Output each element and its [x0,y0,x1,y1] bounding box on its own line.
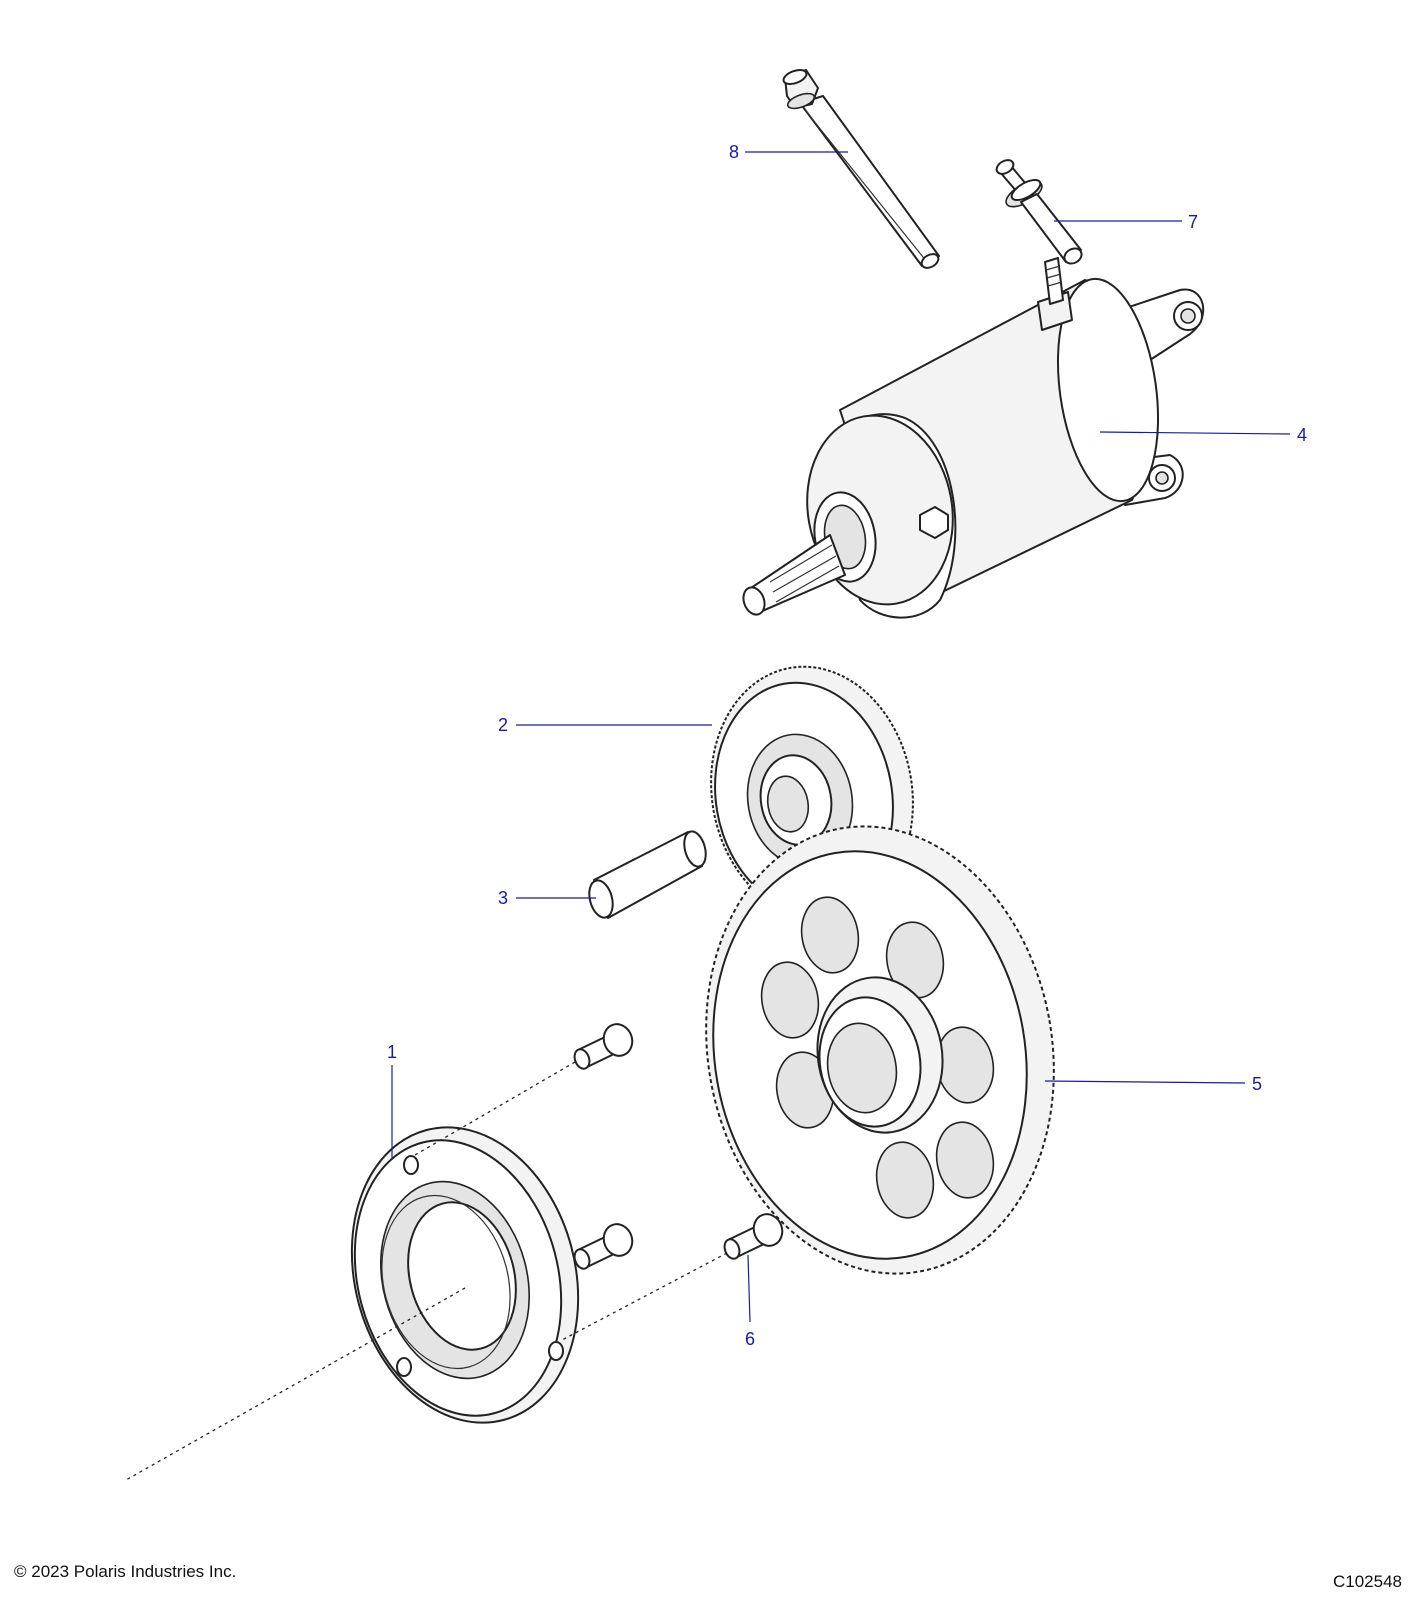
assembly-line-screw-right [561,1252,728,1341]
svg-text:7: 7 [1188,212,1198,232]
callout-7: 7 [1054,212,1198,232]
callout-6: 6 [745,1254,755,1349]
callout-1: 1 [387,1042,397,1160]
one-way-clutch-part-1 [350,1126,580,1424]
screw-part-6-right [723,1213,784,1260]
callout-5: 5 [1044,1074,1262,1094]
assembly-line-screw-top [414,1061,576,1156]
svg-text:6: 6 [745,1329,755,1349]
svg-text:3: 3 [498,888,508,908]
starter-motor-part-4 [742,257,1205,619]
copyright-notice: © 2023 Polaris Industries Inc. [14,1562,237,1581]
assembly-line-axis [125,1287,466,1481]
callout-4: 4 [1099,425,1307,445]
screw-part-6-top [573,1023,634,1070]
stud-part-7 [995,159,1083,265]
callout-8: 8 [729,142,848,162]
figure-id: C102548 [1332,1572,1402,1591]
starter-driven-gear-part-5 [705,825,1055,1275]
callout-2: 2 [498,715,712,735]
svg-text:8: 8 [729,142,739,162]
svg-text:2: 2 [498,715,508,735]
screw-part-6-middle [573,1223,634,1270]
svg-text:4: 4 [1297,425,1307,445]
svg-text:1: 1 [387,1042,397,1062]
callout-3: 3 [498,888,596,908]
svg-text:5: 5 [1252,1074,1262,1094]
bolt-part-8 [782,69,940,269]
idler-shaft-part-3 [588,830,707,919]
